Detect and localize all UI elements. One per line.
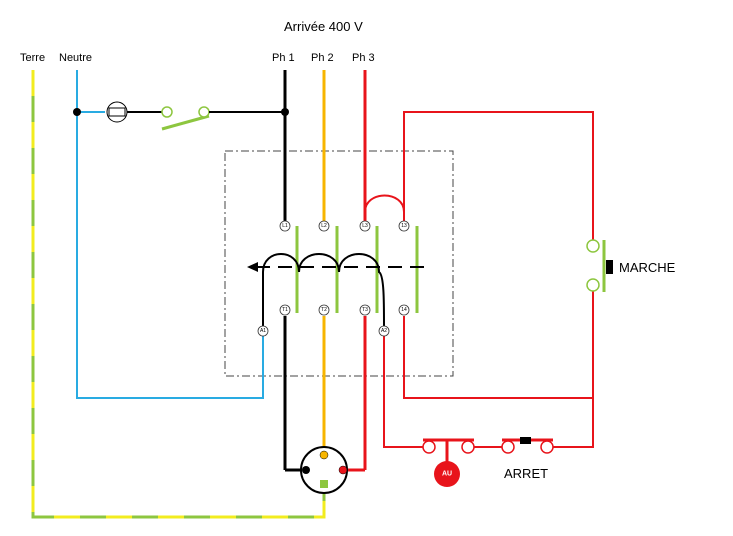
emergency-button-icon	[434, 461, 460, 487]
svg-text:L3: L3	[362, 223, 368, 229]
svg-text:L2: L2	[321, 223, 327, 229]
emergency-stop: AU	[422, 438, 475, 487]
terminals: L1 L2 L3 13 T1 T2 T3 14 A1 A2	[257, 220, 410, 337]
terminal-L1: L1	[279, 220, 291, 232]
switch-blade	[161, 114, 210, 131]
contactor-contacts	[295, 226, 419, 313]
start-pushbutton: MARCHE	[586, 239, 676, 292]
svg-text:A2: A2	[381, 328, 387, 334]
terminal-A2: A2	[378, 325, 390, 337]
control-circuit	[383, 111, 594, 448]
control-supply	[73, 101, 289, 131]
terminal-14: 14	[398, 304, 410, 316]
label-ph3: Ph 3	[352, 52, 375, 64]
svg-text:L1: L1	[282, 223, 288, 229]
svg-text:T1: T1	[282, 307, 288, 313]
stop-button-label: ARRET	[504, 466, 548, 481]
svg-text:T2: T2	[321, 307, 327, 313]
terminal-A1: A1	[257, 325, 269, 337]
stop-pushbutton: ARRET	[501, 437, 554, 481]
fuse-icon	[108, 107, 126, 117]
svg-text:T3: T3	[362, 307, 368, 313]
label-neutral: Neutre	[59, 52, 92, 64]
terminal-13: 13	[398, 220, 410, 232]
contactor-enclosure	[224, 150, 454, 377]
label-ph1: Ph 1	[272, 52, 295, 64]
terminal-T3: T3	[359, 304, 371, 316]
socket-outlet	[300, 446, 348, 494]
terminal-T1: T1	[279, 304, 291, 316]
neutral-junction-dot	[73, 108, 81, 116]
emergency-button-label: AU	[442, 471, 452, 478]
label-ph2: Ph 2	[311, 52, 334, 64]
stop-button-head-icon	[520, 437, 531, 444]
phase3-conductor	[345, 70, 405, 472]
svg-text:14: 14	[401, 307, 407, 313]
svg-text:13: 13	[401, 223, 407, 229]
link-arrow-icon	[247, 262, 258, 272]
supply-title: Arrivée 400 V	[284, 19, 363, 34]
terminal-L3: L3	[359, 220, 371, 232]
svg-text:A1: A1	[260, 328, 266, 334]
start-button-label: MARCHE	[619, 260, 676, 275]
terminal-T2: T2	[318, 304, 330, 316]
contactor-coil	[247, 253, 424, 327]
terminal-L2: L2	[318, 220, 330, 232]
neutral-conductor	[76, 70, 264, 399]
label-earth: Terre	[20, 52, 45, 64]
start-button-head-icon	[606, 260, 613, 274]
